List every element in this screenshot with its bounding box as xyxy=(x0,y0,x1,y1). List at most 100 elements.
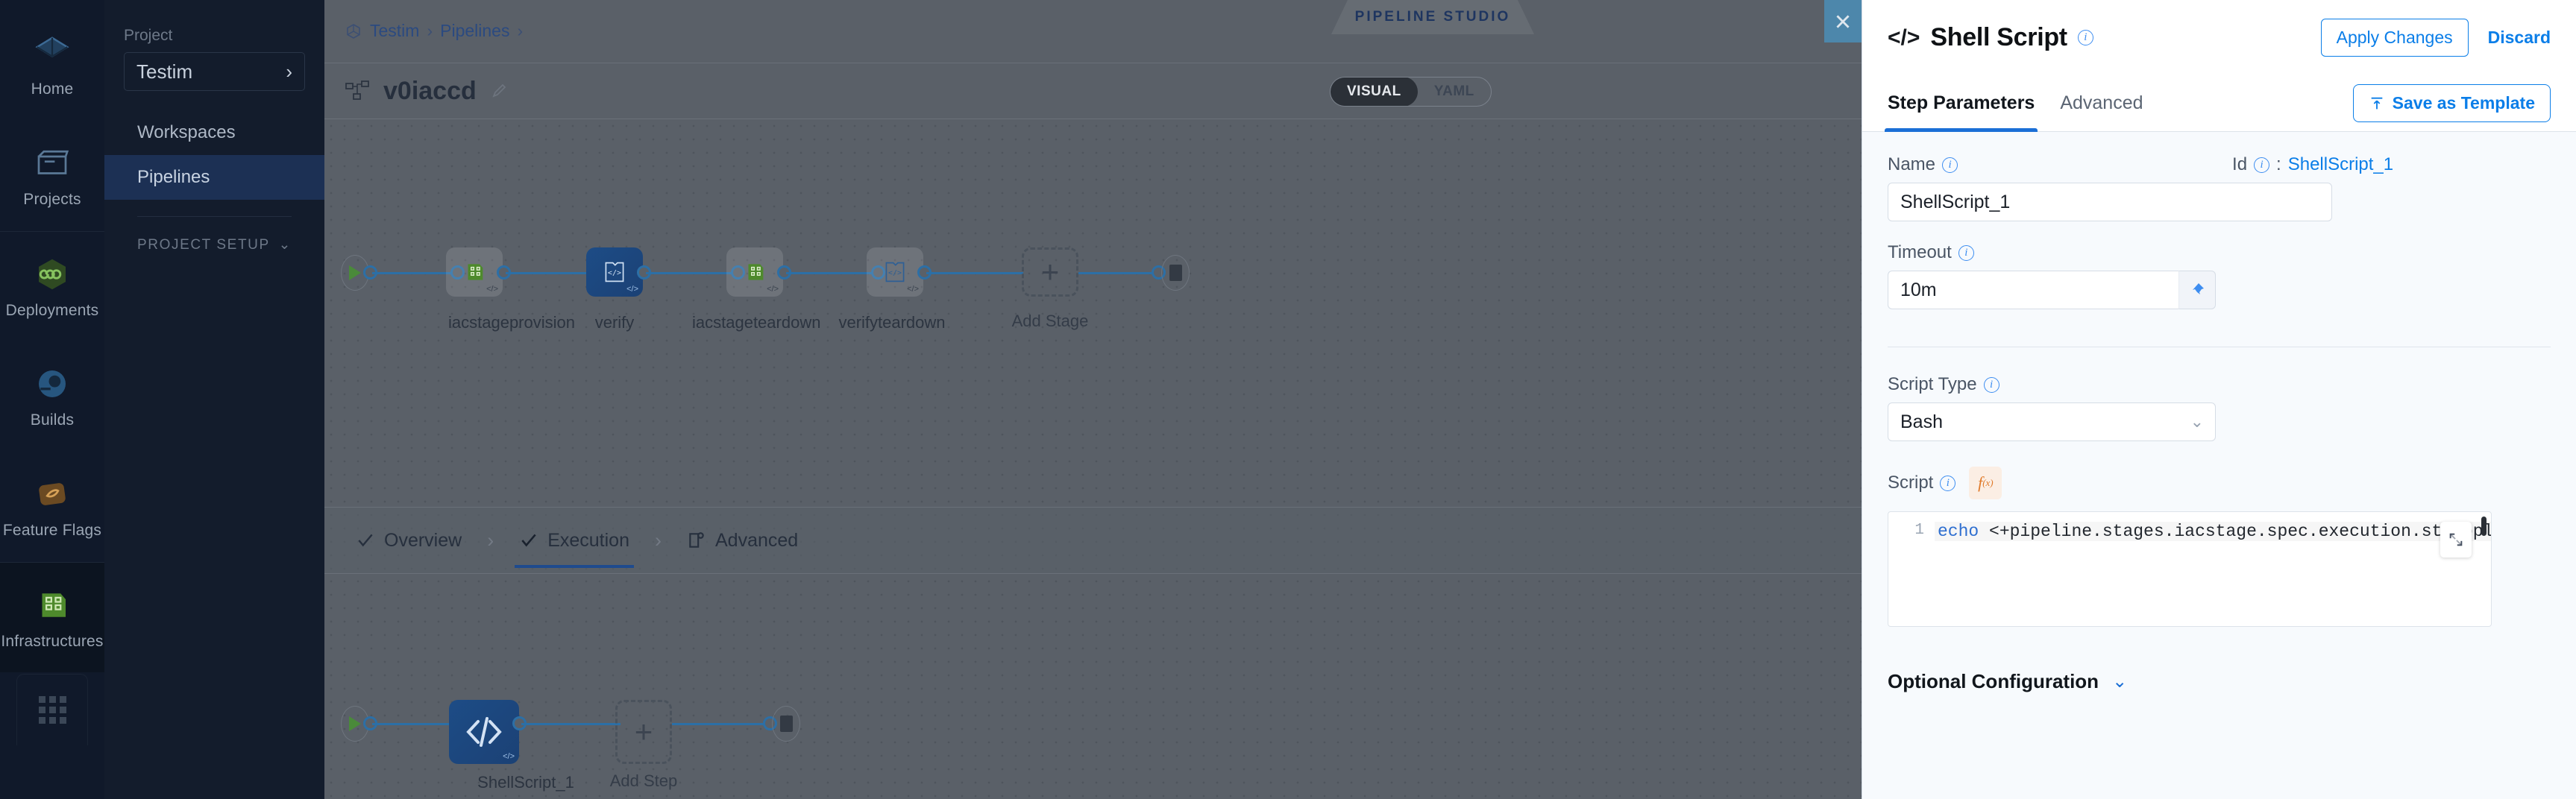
nav-item-builds[interactable]: Builds xyxy=(0,341,104,452)
save-as-template-button[interactable]: Save as Template xyxy=(2352,84,2551,122)
toggle-visual[interactable]: VISUAL xyxy=(1331,78,1418,106)
tab-overview-label: Overview xyxy=(384,529,462,551)
panel-tab-bar: Step Parameters Advanced Save as Templat… xyxy=(1862,75,2576,132)
project-setup-label: PROJECT SETUP xyxy=(137,236,270,253)
step-wire-3 xyxy=(672,723,767,725)
panel-title-text: Shell Script xyxy=(1930,23,2067,51)
pipeline-end-node[interactable] xyxy=(1161,255,1190,291)
panel-title-group: </> Shell Script i xyxy=(1888,23,2093,52)
nav-item-infrastructures[interactable]: Infrastructures xyxy=(0,562,104,672)
builds-gear-circle-icon xyxy=(39,370,66,397)
project-sidebar: Project Testim › Workspaces Pipelines PR… xyxy=(104,0,324,799)
wire-3 xyxy=(646,272,735,274)
add-stage-plus: + xyxy=(1040,254,1060,289)
feature-flags-icon xyxy=(39,483,66,505)
nav-item-home-label: Home xyxy=(31,80,74,98)
tab-separator-2: › xyxy=(654,528,662,552)
id-value[interactable]: ShellScript_1 xyxy=(2287,154,2394,174)
stage-node-iacstageprovision[interactable]: </> xyxy=(446,247,503,297)
add-stage-button[interactable]: + xyxy=(1022,247,1078,297)
sidebar-item-workspaces[interactable]: Workspaces xyxy=(137,122,236,142)
play-icon xyxy=(349,265,361,280)
apps-launcher-button[interactable] xyxy=(16,674,88,745)
code-slash-icon-panel: </> xyxy=(1888,25,1920,50)
add-step-label: Add Step xyxy=(609,771,678,790)
breadcrumb-item-pipelines[interactable]: Pipelines xyxy=(440,21,510,40)
info-icon-script-type[interactable]: i xyxy=(1983,376,1999,393)
tab-advanced-label: Advanced xyxy=(714,529,799,551)
code-slash-icon xyxy=(466,717,502,747)
name-input[interactable]: ShellScript_1 xyxy=(1888,183,2332,221)
view-mode-toggle[interactable]: VISUAL YAML xyxy=(1330,77,1492,107)
chevron-down-icon-optional: ⌄ xyxy=(2112,672,2128,692)
editor-scrollbar[interactable] xyxy=(2481,517,2487,536)
sidebar-item-pipelines[interactable]: Pipelines xyxy=(104,155,324,200)
stage-3-in-port[interactable] xyxy=(731,265,745,280)
info-icon-timeout[interactable]: i xyxy=(1958,244,1974,261)
svg-text:</>: </> xyxy=(608,269,621,277)
stage-type-badge-2: </> xyxy=(626,285,638,294)
tab-overview[interactable]: Overview xyxy=(347,514,471,568)
close-panel-button[interactable] xyxy=(1824,0,1862,42)
info-icon-title[interactable]: i xyxy=(2077,30,2093,45)
step-label-shellscript-1: ShellScript_1 xyxy=(477,773,574,792)
infra-green-icon xyxy=(468,264,483,280)
info-icon-id[interactable]: i xyxy=(2254,157,2270,173)
pencil-icon[interactable] xyxy=(490,82,508,100)
tab-advanced[interactable]: Advanced xyxy=(678,514,807,568)
script-type-label: Script Type i xyxy=(1888,374,2551,395)
nav-item-home[interactable]: Home xyxy=(0,10,104,121)
code-text[interactable]: echo <+pipeline.stages.iacstage.spec.exe… xyxy=(1935,522,2491,541)
script-label-text: Script xyxy=(1888,473,1934,493)
stage-node-verify[interactable]: </> </> xyxy=(586,247,643,297)
panel-header: </> Shell Script i Apply Changes Discard xyxy=(1862,0,2576,75)
optional-configuration-toggle[interactable]: Optional Configuration ⌄ xyxy=(1888,670,2551,693)
pin-button[interactable] xyxy=(2178,271,2216,309)
sidebar-section-project-setup[interactable]: PROJECT SETUP ⌄ xyxy=(104,217,324,253)
sidebar-divider xyxy=(137,216,292,217)
nav-item-deployments-label: Deployments xyxy=(5,301,99,319)
line-number: 1 xyxy=(1914,522,1924,539)
main-nav-rail: Home Projects Deployments Bui xyxy=(0,0,104,799)
add-step-button[interactable]: + xyxy=(615,700,672,764)
timeout-input[interactable]: 10m xyxy=(1888,271,2178,309)
save-as-template-label: Save as Template xyxy=(2392,93,2535,113)
stage-label-verify: verify xyxy=(594,313,635,332)
breadcrumb-separator: › xyxy=(427,21,433,40)
script-type-select[interactable]: Bash xyxy=(1888,402,2216,441)
step-node-shellscript-1[interactable]: </> xyxy=(449,700,519,764)
tab-advanced-panel[interactable]: Advanced xyxy=(2060,92,2143,113)
info-icon-script[interactable]: i xyxy=(1940,475,1956,491)
info-icon-name[interactable]: i xyxy=(1942,157,1958,173)
stage-node-iacstageteardown[interactable]: </> xyxy=(726,247,783,297)
add-stage-label: Add Stage xyxy=(1011,312,1089,330)
script-code-editor[interactable]: 1 echo <+pipeline.stages.iacstage.spec.e… xyxy=(1888,511,2492,627)
pipeline-name: v0iaccd xyxy=(383,76,477,105)
discard-button[interactable]: Discard xyxy=(2487,28,2551,47)
check-icon-2 xyxy=(521,534,536,547)
tab-step-parameters[interactable]: Step Parameters xyxy=(1884,75,2038,132)
fx-icon[interactable]: f(x) xyxy=(1969,467,2002,499)
breadcrumb-item-testim[interactable]: Testim xyxy=(370,21,420,40)
stage-1-in-port[interactable] xyxy=(450,265,465,280)
top-bar: Testim › Pipelines › PIPELINE STUDIO xyxy=(324,0,2576,63)
stop-icon xyxy=(1169,265,1182,281)
breadcrumb-separator-2: › xyxy=(517,21,524,40)
toggle-yaml[interactable]: YAML xyxy=(1433,83,1474,99)
stage-type-badge-3: </> xyxy=(767,285,779,294)
code-page-icon-2: </> xyxy=(885,262,905,282)
step-type-badge: </> xyxy=(503,752,515,761)
chevron-right-icon: › xyxy=(286,60,292,83)
stage-4-in-port[interactable] xyxy=(871,265,885,280)
apply-changes-button[interactable]: Apply Changes xyxy=(2320,19,2469,57)
nav-item-deployments[interactable]: Deployments xyxy=(0,231,104,341)
script-label-row: Script i f(x) xyxy=(1888,467,2551,499)
expand-editor-button[interactable] xyxy=(2440,522,2472,558)
nav-item-projects[interactable]: Projects xyxy=(0,121,104,231)
nav-item-feature-flags[interactable]: Feature Flags xyxy=(0,452,104,562)
tab-execution[interactable]: Execution xyxy=(510,514,638,568)
step-end-node[interactable] xyxy=(772,706,800,742)
stage-label-iacstageteardown: iacstageteardown xyxy=(692,313,821,332)
stage-node-verifyteardown[interactable]: </> </> xyxy=(867,247,923,297)
project-selector[interactable]: Testim › xyxy=(124,52,305,91)
